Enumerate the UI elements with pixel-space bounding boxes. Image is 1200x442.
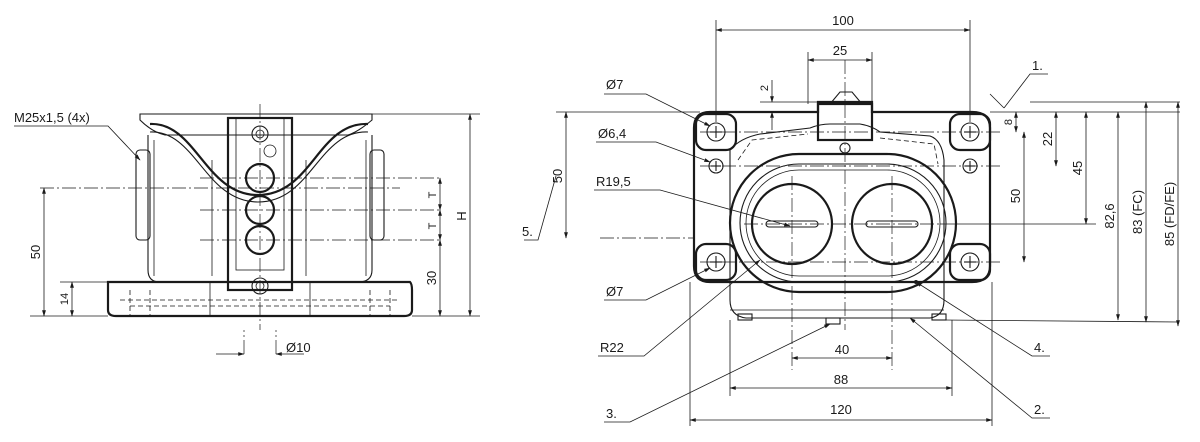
dim-100: 100 <box>832 13 854 28</box>
thread-label: M25x1,5 (4x) <box>14 110 90 125</box>
label-diameter-7-bottom: Ø7 <box>606 284 623 299</box>
dim-88: 88 <box>834 372 848 387</box>
dim-82-6: 82,6 <box>1102 203 1117 228</box>
right-housing <box>291 135 373 283</box>
callout-1: 1. <box>1032 58 1043 73</box>
dim-t-2: T <box>427 222 439 229</box>
dim-25: 25 <box>833 43 847 58</box>
label-diameter-7-top: Ø7 <box>606 77 623 92</box>
dim-50-right: 50 <box>1008 189 1023 203</box>
window-inner <box>739 163 947 283</box>
dim-83-fc: 83 (FC) <box>1130 190 1145 234</box>
callout-3: 3. <box>606 406 617 421</box>
callout-4: 4. <box>1034 340 1045 355</box>
dim-120: 120 <box>830 402 852 417</box>
front-view: 100 25 2 8 50 22 45 82,6 83 (FC) 85 (FD/… <box>522 13 1180 426</box>
base-plate <box>106 280 414 318</box>
dim-30: 30 <box>424 271 439 285</box>
dim-50-left: 50 <box>550 169 565 183</box>
callout-2: 2. <box>1034 402 1045 417</box>
dim-2: 2 <box>759 85 771 91</box>
label-radius-19-5: R19,5 <box>596 174 631 189</box>
left-cable-entry <box>135 149 151 241</box>
label-radius-22: R22 <box>600 340 624 355</box>
dim-22: 22 <box>1040 132 1055 146</box>
dim-t-1: T <box>427 191 439 198</box>
side-view: H T T 30 50 14 Ø10 M25x1,5 (4x) <box>14 104 480 356</box>
dim-8: 8 <box>1003 119 1015 125</box>
dim-85-fd-fe: 85 (FD/FE) <box>1162 182 1177 246</box>
label-diameter-6-4: Ø6,4 <box>598 126 626 141</box>
dim-45: 45 <box>1070 161 1085 175</box>
dim-diameter-10: Ø10 <box>286 340 311 355</box>
callout-5: 5. <box>522 224 533 239</box>
dim-40: 40 <box>835 342 849 357</box>
dim-14: 14 <box>59 293 71 305</box>
dim-50-side: 50 <box>28 245 43 259</box>
curved-lever <box>149 122 369 197</box>
dim-height-h: H <box>454 211 469 220</box>
window-outer <box>728 152 958 294</box>
left-housing <box>147 135 229 283</box>
body-outline <box>729 123 945 319</box>
top-flange <box>139 113 373 136</box>
